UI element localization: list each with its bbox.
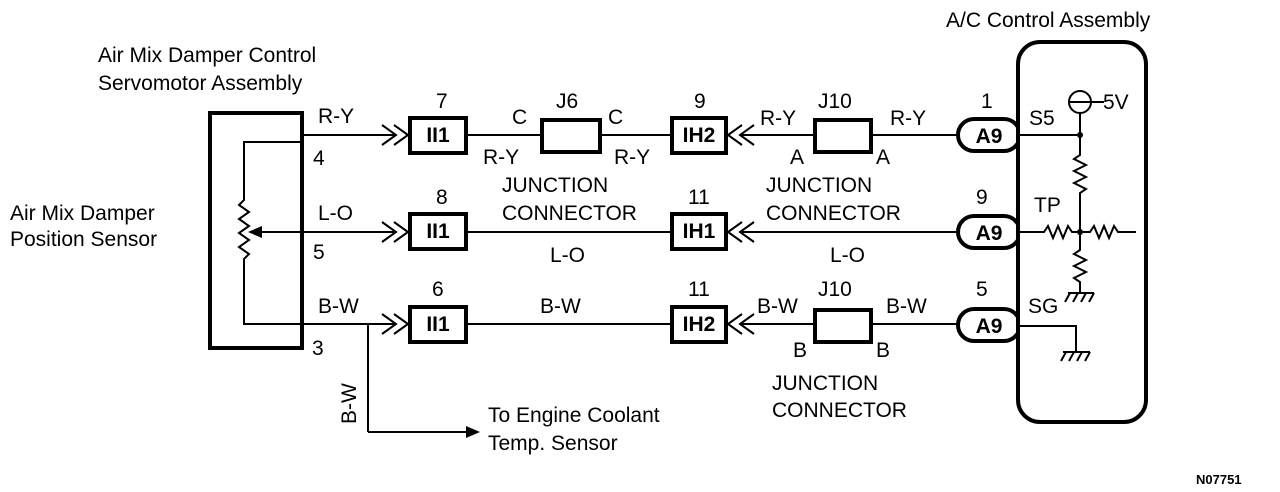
junction-connector-j10-bottom-label-line1: JUNCTION — [772, 372, 878, 395]
connector-pin-number: 9 — [694, 90, 706, 113]
wire-label: L-O — [318, 202, 353, 225]
junction-connector-j6-label-line1: JUNCTION — [502, 174, 608, 197]
connector-ih1 — [670, 212, 728, 251]
wire-label: B-W — [338, 383, 361, 424]
junction-connector-j10-label-line2: CONNECTOR — [766, 202, 901, 225]
servo-pin-5: 5 — [313, 241, 325, 264]
junction-pin: B — [793, 339, 807, 362]
servomotor-title-line2: Servomotor Assembly — [98, 72, 303, 95]
ground-icon — [1060, 351, 1091, 362]
junction-pin: A — [876, 146, 890, 169]
junction-connector-j6-label-line2: CONNECTOR — [502, 202, 637, 225]
terminal-s5: S5 — [1029, 107, 1055, 130]
connector-label: IH1 — [683, 220, 716, 243]
wire-label: B-W — [886, 295, 927, 318]
wire-label: R-Y — [614, 146, 650, 169]
servomotor-title-line1: Air Mix Damper Control — [98, 44, 316, 67]
figure-code: N07751 — [1196, 472, 1242, 487]
wire-label: R-Y — [318, 105, 354, 128]
wire-label: R-Y — [890, 107, 926, 130]
junction-connector-j10-label-line1: JUNCTION — [766, 174, 872, 197]
connector-label: A9 — [976, 125, 1003, 148]
ac-control-assembly-title: A/C Control Assembly — [946, 9, 1151, 32]
junction-pin: C — [512, 106, 527, 129]
connector-label: A9 — [976, 315, 1003, 338]
terminal-sg: SG — [1028, 295, 1058, 318]
junction-connector-j10 — [813, 118, 873, 154]
ground-icon — [1064, 292, 1095, 303]
supply-voltage-label: 5V — [1103, 91, 1129, 114]
resistor-icon — [1020, 223, 1080, 241]
junction-pin: A — [790, 146, 804, 169]
wire-row-b-w: B-W 6 II1 B-W 11 IH2 B-W B J10 B B-W 5 A… — [302, 278, 1022, 362]
engine-coolant-label-line1: To Engine Coolant — [488, 404, 660, 427]
wire-label: R-Y — [760, 107, 796, 130]
connector-label: II1 — [426, 220, 450, 243]
connector-pin-number: 5 — [976, 278, 988, 301]
wire-label: B-W — [318, 295, 359, 318]
connector-pin-number: 6 — [432, 278, 444, 301]
wire-label: B-W — [540, 295, 581, 318]
terminal-tp: TP — [1034, 194, 1061, 217]
engine-coolant-branch-wire: B-W — [338, 324, 480, 438]
servo-pin-4: 4 — [313, 147, 325, 170]
junction-connector-j6 — [540, 118, 602, 154]
servo-pin-3: 3 — [312, 337, 324, 360]
junction-pin: C — [608, 106, 623, 129]
wire-row-l-o: L-O 8 II1 L-O 11 IH1 L-O 9 A9 — [302, 186, 1022, 267]
connector-label: IH2 — [683, 124, 716, 147]
connector-ih2 — [670, 116, 728, 155]
connector-pin-number: 11 — [688, 278, 710, 301]
connector-label: IH2 — [683, 313, 716, 336]
wire-row-r-y: R-Y 7 II1 C R-Y J6 C R-Y 9 IH2 R-Y A J10… — [302, 90, 1022, 169]
resistor-icon — [1071, 135, 1089, 232]
connector-pin-number: 8 — [436, 186, 448, 209]
wire-label: B-W — [757, 295, 798, 318]
wiper-arrow-icon — [248, 226, 262, 238]
connector-pin-number: 11 — [688, 186, 710, 209]
connector-pin-number: 9 — [976, 186, 988, 209]
resistor-icon — [1080, 223, 1136, 241]
junction-name: J6 — [556, 90, 578, 113]
connector-label: II1 — [426, 313, 450, 336]
connector-ih2 — [670, 305, 728, 344]
position-sensor-title-line1: Air Mix Damper — [10, 202, 155, 225]
arrow-right-icon — [466, 426, 480, 438]
junction-name: J10 — [818, 278, 852, 301]
connector-label: II1 — [426, 124, 450, 147]
resistor-icon — [1071, 232, 1089, 292]
wire-label: L-O — [550, 244, 585, 267]
connector-label: A9 — [976, 222, 1003, 245]
position-sensor-title-line2: Position Sensor — [10, 228, 157, 251]
connector-pin-number: 1 — [981, 90, 993, 113]
ac-internal-circuit — [1020, 90, 1136, 362]
position-sensor-potentiometer — [237, 141, 302, 325]
junction-name: J10 — [818, 90, 852, 113]
connector-pin-number: 7 — [436, 90, 448, 113]
junction-connector-j10-bottom-label-line2: CONNECTOR — [772, 399, 907, 422]
wire-label: R-Y — [483, 146, 519, 169]
junction-pin: B — [876, 339, 890, 362]
junction-connector-j10 — [813, 308, 873, 344]
wire-label: L-O — [830, 244, 865, 267]
engine-coolant-label-line2: Temp. Sensor — [488, 432, 618, 455]
